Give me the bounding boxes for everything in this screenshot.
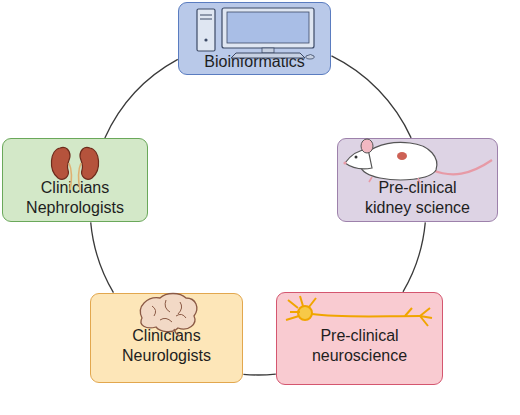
cycle-connector	[91, 222, 114, 292]
bioinformatics-box: Bioinformatics	[178, 2, 331, 75]
cycle-connector	[105, 59, 178, 138]
neurologists-box: Clinicians Neurologists	[90, 293, 243, 383]
node-label: Clinicians Neurologists	[107, 326, 227, 366]
rat-icon	[343, 139, 492, 183]
node-label: Clinicians Nephrologists	[15, 178, 135, 218]
node-label: Pre-clinical kidney science	[360, 178, 475, 218]
cycle-connector	[243, 373, 275, 375]
neuroscience-box: Pre-clinical neuroscience	[276, 292, 443, 385]
kidney-science-box: Pre-clinical kidney science	[337, 138, 498, 222]
node-label: Bioinformatics	[185, 52, 325, 72]
node-label: Pre-clinical neuroscience	[302, 326, 417, 366]
nephrologists-box: Clinicians Nephrologists	[2, 138, 148, 222]
cycle-connector	[403, 222, 425, 291]
neuron-icon	[286, 296, 432, 326]
brain-icon	[140, 294, 196, 337]
computer-icon	[197, 8, 314, 59]
kidney-icon	[51, 147, 98, 190]
cycle-connector	[331, 56, 411, 138]
